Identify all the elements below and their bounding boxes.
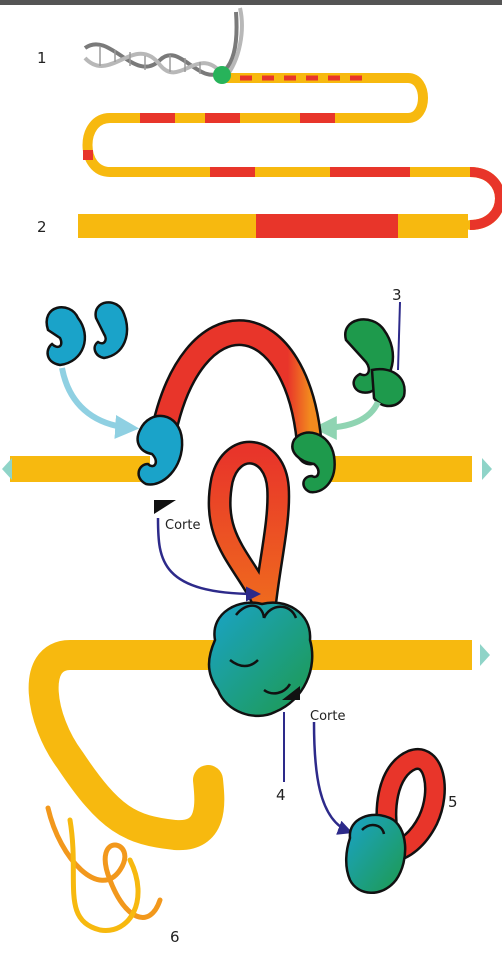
pre-mrna-bar — [78, 214, 468, 238]
label-1: 1 — [37, 49, 47, 67]
free-snrnp-blue — [47, 302, 127, 365]
exon-bar-lower-right — [296, 640, 472, 670]
released-spliceosome — [346, 815, 405, 893]
cut-label-upper: Corte — [165, 518, 200, 533]
exon-bar-upper-right — [318, 456, 472, 482]
label-6: 6 — [170, 928, 180, 946]
edge-marker-upper-left — [2, 458, 12, 480]
edge-marker-upper-right — [482, 458, 492, 480]
cut-label-lower: Corte — [310, 709, 345, 724]
rna-polymerase — [213, 66, 231, 84]
spliced-mrna-tail — [44, 655, 230, 835]
label-3-pointer — [398, 302, 400, 370]
pre-mrna-strand — [88, 78, 501, 225]
label-4: 4 — [276, 786, 286, 804]
arrow-cut-lower — [314, 722, 350, 832]
cut-marker-upper — [154, 500, 176, 514]
label-3: 3 — [392, 286, 402, 304]
label-2: 2 — [37, 218, 47, 236]
exon-bar-upper-left — [10, 456, 150, 482]
top-border — [0, 0, 502, 5]
free-snrnp-green — [345, 319, 404, 406]
bound-snrnp-blue — [138, 416, 182, 485]
bound-snrnp-green — [292, 433, 334, 493]
arrow-green-bind — [320, 402, 378, 428]
arrow-blue-bind — [62, 368, 132, 428]
label-5: 5 — [448, 793, 458, 811]
edge-marker-lower-right — [480, 644, 490, 666]
